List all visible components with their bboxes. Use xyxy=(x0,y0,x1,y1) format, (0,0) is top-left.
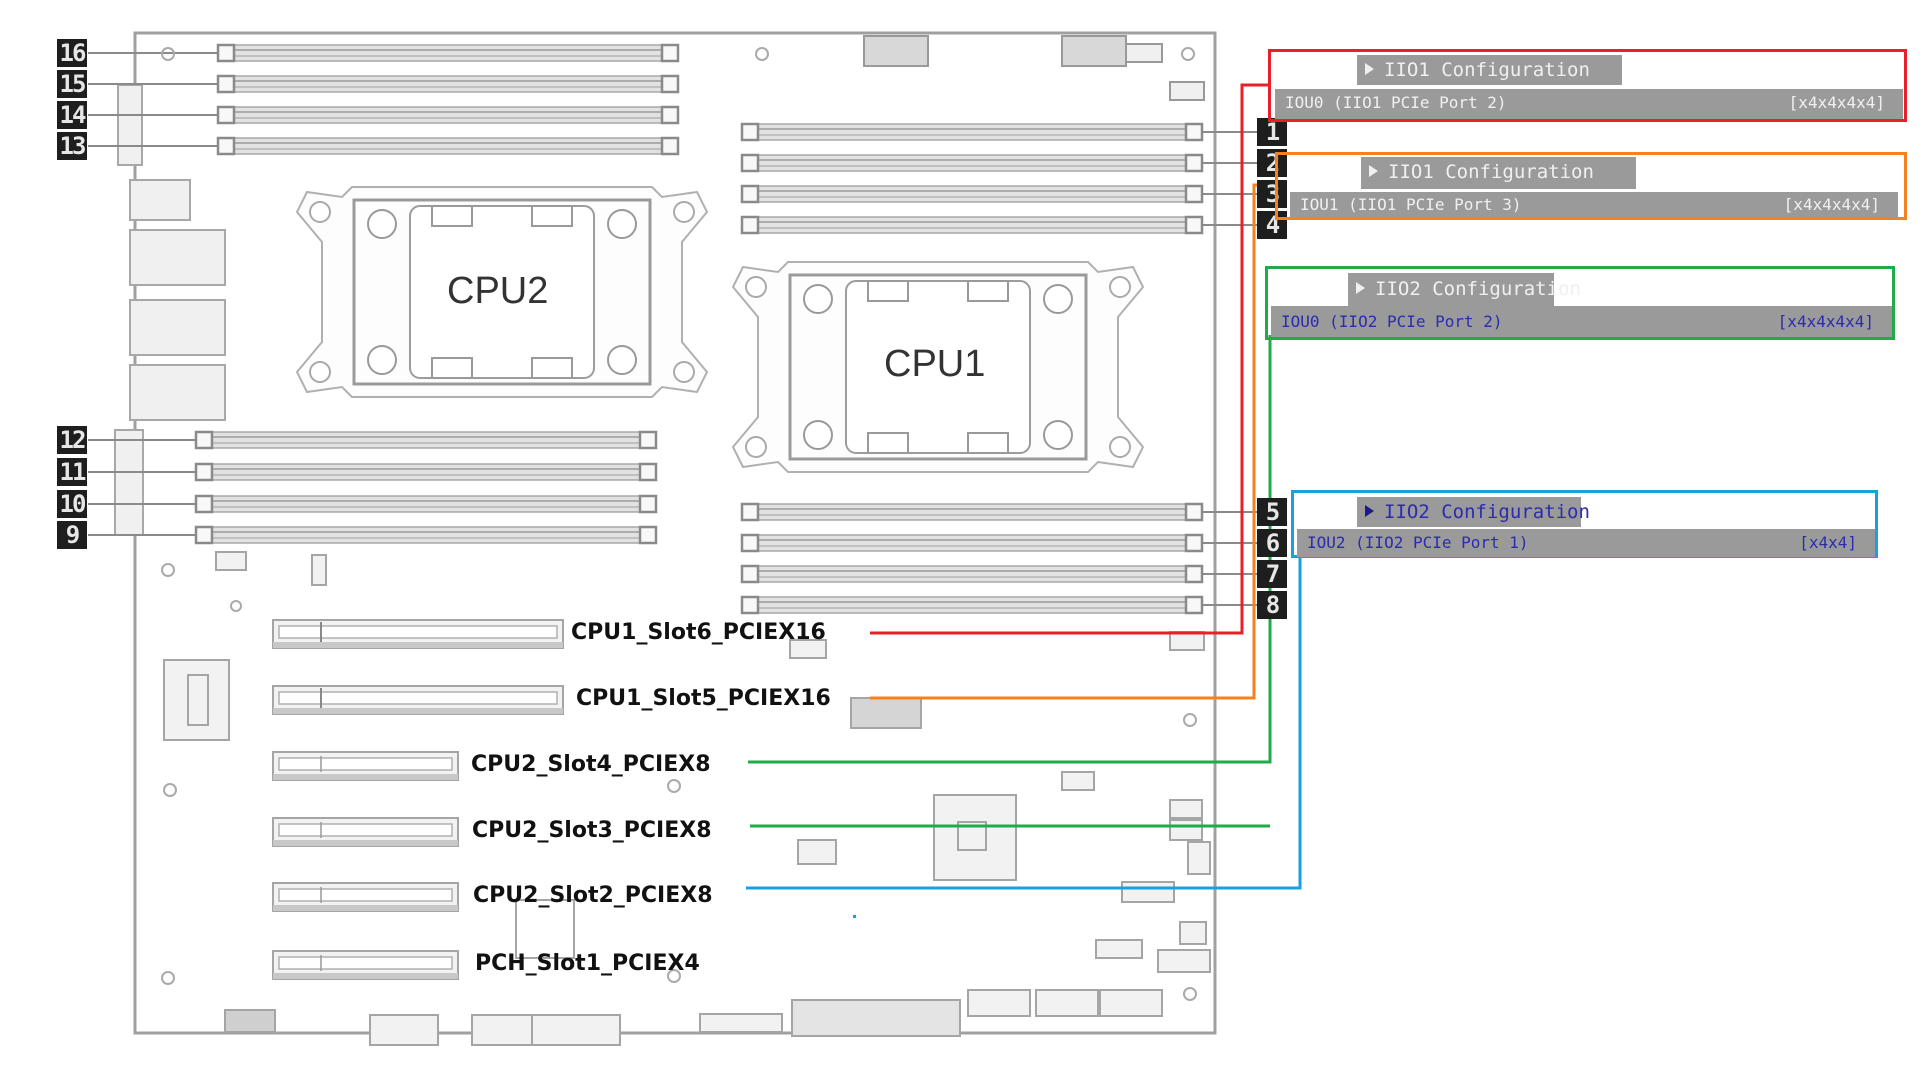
bifurcation-value: [x4x4x4x4] xyxy=(1788,93,1885,112)
expand-triangle-icon xyxy=(1365,62,1374,75)
expand-triangle-icon xyxy=(1365,504,1374,517)
dimm-label-12: 12 xyxy=(57,426,87,454)
route-slot6 xyxy=(870,83,1268,635)
pcie-slot-6 xyxy=(272,619,564,649)
config-row-iou0[interactable]: IOU0 (IIO1 PCIe Port 2)[x4x4x4x4] xyxy=(1275,89,1903,119)
dimm-label-9: 9 xyxy=(57,521,87,549)
route-slot4 xyxy=(748,335,1272,764)
callout-iio2-iou0: IIO2 Configuration IOU0 (IIO2 PCIe Port … xyxy=(1265,266,1895,340)
mounting-holes xyxy=(161,47,1197,1001)
dimm-label-14: 14 xyxy=(57,101,87,129)
callout-iio1-iou1: IIO1 Configuration IOU1 (IIO1 PCIe Port … xyxy=(1275,152,1907,220)
dimm-label-13: 13 xyxy=(57,132,87,160)
misc-components xyxy=(163,551,1211,1046)
slot-label-cpu2-slot3: CPU2_Slot3_PCIEX8 xyxy=(472,818,712,843)
route-slot2 xyxy=(746,555,1302,890)
config-tab-iio2[interactable]: IIO2 Configuration xyxy=(1348,273,1581,306)
pcie-slot-2 xyxy=(272,882,459,912)
dimm-label-6: 6 xyxy=(1257,529,1287,557)
cpu1-label: CPU1 xyxy=(884,343,986,385)
dimm-label-11: 11 xyxy=(57,458,87,486)
config-row-iou2[interactable]: IOU2 (IIO2 PCIe Port 1)[x4x4] xyxy=(1297,529,1875,557)
callout-iio2-iou2: IIO2 Configuration IOU2 (IIO2 PCIe Port … xyxy=(1291,490,1878,558)
dimm-label-3: 3 xyxy=(1257,180,1287,208)
bifurcation-value: [x4x4x4x4] xyxy=(1777,312,1874,331)
pcie-slot-5 xyxy=(272,685,564,715)
dimm-label-8: 8 xyxy=(1257,591,1287,619)
cpu2-label: CPU2 xyxy=(447,270,549,312)
slot-label-cpu1-slot6: CPU1_Slot6_PCIEX16 xyxy=(571,620,826,645)
dimm-leader-lines xyxy=(88,52,1257,606)
slot-label-cpu2-slot2: CPU2_Slot2_PCIEX8 xyxy=(473,883,713,908)
config-tab-iio2[interactable]: IIO2 Configuration xyxy=(1357,497,1590,527)
rear-io xyxy=(114,84,226,536)
pcie-slot-1 xyxy=(272,950,459,980)
slot-label-cpu2-slot4: CPU2_Slot4_PCIEX8 xyxy=(471,752,711,777)
dimm-label-7: 7 xyxy=(1257,560,1287,588)
dimm-label-16: 16 xyxy=(57,39,87,67)
dimm-label-5: 5 xyxy=(1257,498,1287,526)
dimm-label-1: 1 xyxy=(1257,118,1287,146)
stray-dot xyxy=(853,915,856,918)
slot-label-pch-slot1: PCH_Slot1_PCIEX4 xyxy=(475,951,700,976)
expand-triangle-icon xyxy=(1369,164,1378,177)
dimm-label-10: 10 xyxy=(57,490,87,518)
config-row-iou0-iio2[interactable]: IOU0 (IIO2 PCIe Port 2)[x4x4x4x4] xyxy=(1271,306,1892,337)
pcie-slot-4 xyxy=(272,751,459,781)
bifurcation-value: [x4x4x4x4] xyxy=(1783,195,1880,214)
power-connectors xyxy=(863,35,1205,101)
routing-lines xyxy=(746,83,1302,918)
slot-label-cpu1-slot5: CPU1_Slot5_PCIEX16 xyxy=(576,686,831,711)
callout-iio1-iou0: IIO1 Configuration IOU0 (IIO1 PCIe Port … xyxy=(1268,49,1907,122)
dimm-label-15: 15 xyxy=(57,70,87,98)
pcie-slot-3 xyxy=(272,817,459,847)
config-tab-iio1[interactable]: IIO1 Configuration xyxy=(1357,55,1622,85)
expand-triangle-icon xyxy=(1356,281,1365,294)
config-row-iou1[interactable]: IOU1 (IIO1 PCIe Port 3)[x4x4x4x4] xyxy=(1290,192,1898,218)
bifurcation-value: [x4x4] xyxy=(1799,533,1857,552)
config-tab-iio1[interactable]: IIO1 Configuration xyxy=(1361,157,1636,189)
